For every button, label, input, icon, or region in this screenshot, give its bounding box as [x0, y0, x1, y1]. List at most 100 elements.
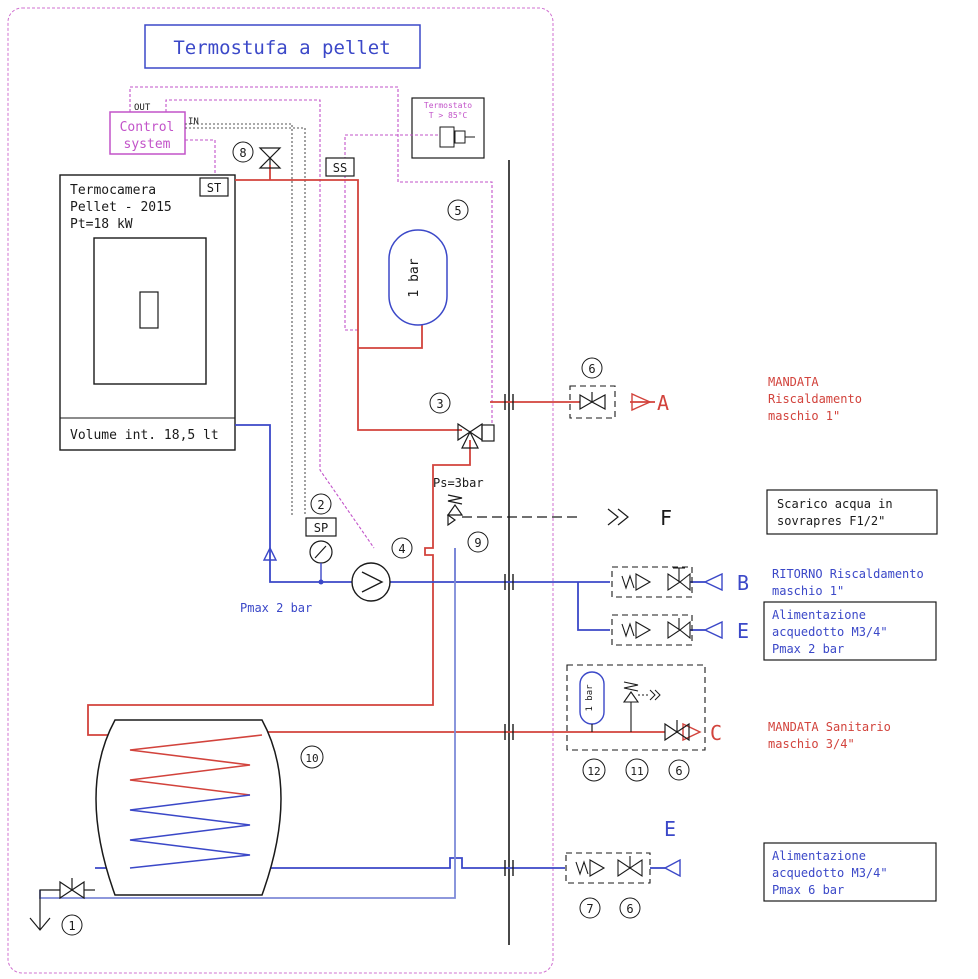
letter-f: F: [660, 506, 672, 530]
termocamera-volume: Volume int. 18,5 lt: [70, 428, 219, 443]
pmax-pump-label: Pmax 2 bar: [240, 601, 312, 615]
letter-e2: E: [664, 817, 676, 841]
label-mandata-risc: MANDATA Riscaldamento maschio 1": [768, 375, 862, 423]
label-scarico: Scarico acqua in sovrapres F1/2": [766, 489, 938, 535]
marker-10: 10: [300, 745, 324, 769]
marker-11-text: 11: [630, 765, 643, 778]
expansion-vessel-5: 1 bar: [388, 229, 448, 326]
letter-e1: E: [737, 619, 749, 643]
alim1-line1: Alimentazione: [772, 608, 866, 622]
alim1-line3: Pmax 2 bar: [772, 642, 844, 656]
title-box: Termostufa a pellet: [144, 24, 421, 69]
control-system-line2: system: [124, 137, 171, 152]
marker-5: 5: [447, 199, 469, 221]
ss-label: SS: [333, 161, 347, 175]
marker-7-text: 7: [586, 902, 593, 916]
marker-11: 11: [625, 758, 649, 782]
control-out-label: OUT: [134, 103, 151, 113]
marker-6b: 6: [668, 759, 690, 781]
label-mandata-sanit: MANDATA Sanitario maschio 3/4": [768, 720, 891, 751]
label-alim2: Alimentazione acquedotto M3/4" Pmax 6 ba…: [763, 842, 937, 902]
number-markers: 8 5 3 6 2 9 4 10 12 11 6 7 6 1: [61, 141, 690, 936]
termostato-box: Termostato T > 85°C: [411, 97, 485, 159]
vessel-small-label: 1 bar: [585, 684, 595, 712]
ss-sensor: SS: [325, 157, 355, 177]
label-ritorno: RITORNO Riscaldamento maschio 1": [772, 567, 924, 598]
marker-6c-text: 6: [626, 902, 633, 916]
valve-8-icon: [258, 147, 282, 169]
marker-12-text: 12: [587, 765, 600, 778]
st-sensor-box: [199, 177, 229, 197]
marker-9-text: 9: [474, 536, 481, 550]
control-system-line1: Control: [120, 120, 175, 135]
marker-2: 2: [310, 493, 332, 515]
valve-group-b: [611, 566, 693, 598]
valve-group-e: [611, 614, 693, 646]
scarico-line2: sovrapres F1/2": [777, 514, 885, 528]
alim1-line2: acquedotto M3/4": [772, 625, 888, 639]
termocamera: Termocamera Pellet - 2015 Pt=18 kW Volum…: [59, 174, 236, 451]
letter-a: A: [657, 391, 669, 415]
label-alim1: Alimentazione acquedotto M3/4" Pmax 2 ba…: [763, 601, 937, 661]
termocamera-line3: Pt=18 kW: [70, 217, 133, 232]
hot-pipes: [87, 165, 665, 736]
marker-4: 4: [391, 537, 413, 559]
marker-4-text: 4: [398, 542, 405, 556]
scarico-line1: Scarico acqua in: [777, 497, 893, 511]
alim2-line3: Pmax 6 bar: [772, 883, 844, 897]
control-system-box: Control system OUT IN: [109, 103, 199, 155]
marker-3-text: 3: [436, 397, 443, 411]
marker-6b-text: 6: [675, 764, 682, 778]
outlet-arrows: [262, 392, 723, 878]
marker-3: 3: [429, 392, 451, 414]
valve-group-bottom: [565, 852, 651, 884]
three-way-valve-3-icon: [457, 422, 495, 449]
marker-6a: 6: [581, 357, 603, 379]
alim2-line1: Alimentazione: [772, 849, 866, 863]
mandata-sanit-line2: maschio 3/4": [768, 737, 855, 751]
pump-4-icon: [351, 562, 391, 602]
enclosure-outline: [7, 7, 554, 974]
pellet-burner: [139, 291, 159, 329]
termostato-switch-icon: [439, 126, 455, 148]
marker-6c: 6: [619, 897, 641, 919]
letter-c: C: [710, 721, 722, 745]
boiler-10: [95, 719, 282, 896]
termocamera-line2: Pellet - 2015: [70, 200, 172, 215]
control-in-label: IN: [188, 117, 199, 127]
marker-9: 9: [467, 531, 489, 553]
termocamera-line1: Termocamera: [70, 183, 156, 198]
safety-valve-9-icon: [446, 494, 629, 527]
marker-1: 1: [61, 914, 83, 936]
ritorno-line2: maschio 1": [772, 584, 844, 598]
st-label: ST: [207, 181, 221, 195]
sp-label: SP: [314, 521, 328, 535]
mandata-risc-line1: MANDATA: [768, 375, 819, 389]
marker-1-text: 1: [68, 919, 75, 933]
marker-12: 12: [582, 758, 606, 782]
sanitary-group: 1 bar: [566, 664, 706, 751]
mandata-risc-line3: maschio 1": [768, 409, 840, 423]
termostato-line1: Termostato: [424, 101, 472, 110]
control-wiring: [129, 86, 493, 549]
mandata-sanit-line1: MANDATA Sanitario: [768, 720, 891, 734]
valve-6-top: [569, 385, 616, 419]
letter-b: B: [737, 571, 749, 595]
vessel-large-label: 1 bar: [407, 258, 422, 297]
marker-2-text: 2: [317, 498, 324, 512]
marker-7: 7: [579, 897, 601, 919]
drain-valve-1-icon: [29, 878, 95, 931]
marker-8-text: 8: [239, 146, 246, 160]
termostato-line2: T > 85°C: [429, 111, 468, 120]
ps-label: Ps=3bar: [433, 476, 484, 490]
mandata-risc-line2: Riscaldamento: [768, 392, 862, 406]
marker-10-text: 10: [305, 752, 318, 765]
ritorno-line1: RITORNO Riscaldamento: [772, 567, 924, 581]
wall-penetrations: [504, 394, 514, 876]
combustion-chamber: [93, 237, 207, 385]
marker-6a-text: 6: [588, 362, 595, 376]
marker-5-text: 5: [454, 204, 461, 218]
alim2-line2: acquedotto M3/4": [772, 866, 888, 880]
pressure-gauge-2-icon: SP: [305, 517, 337, 585]
